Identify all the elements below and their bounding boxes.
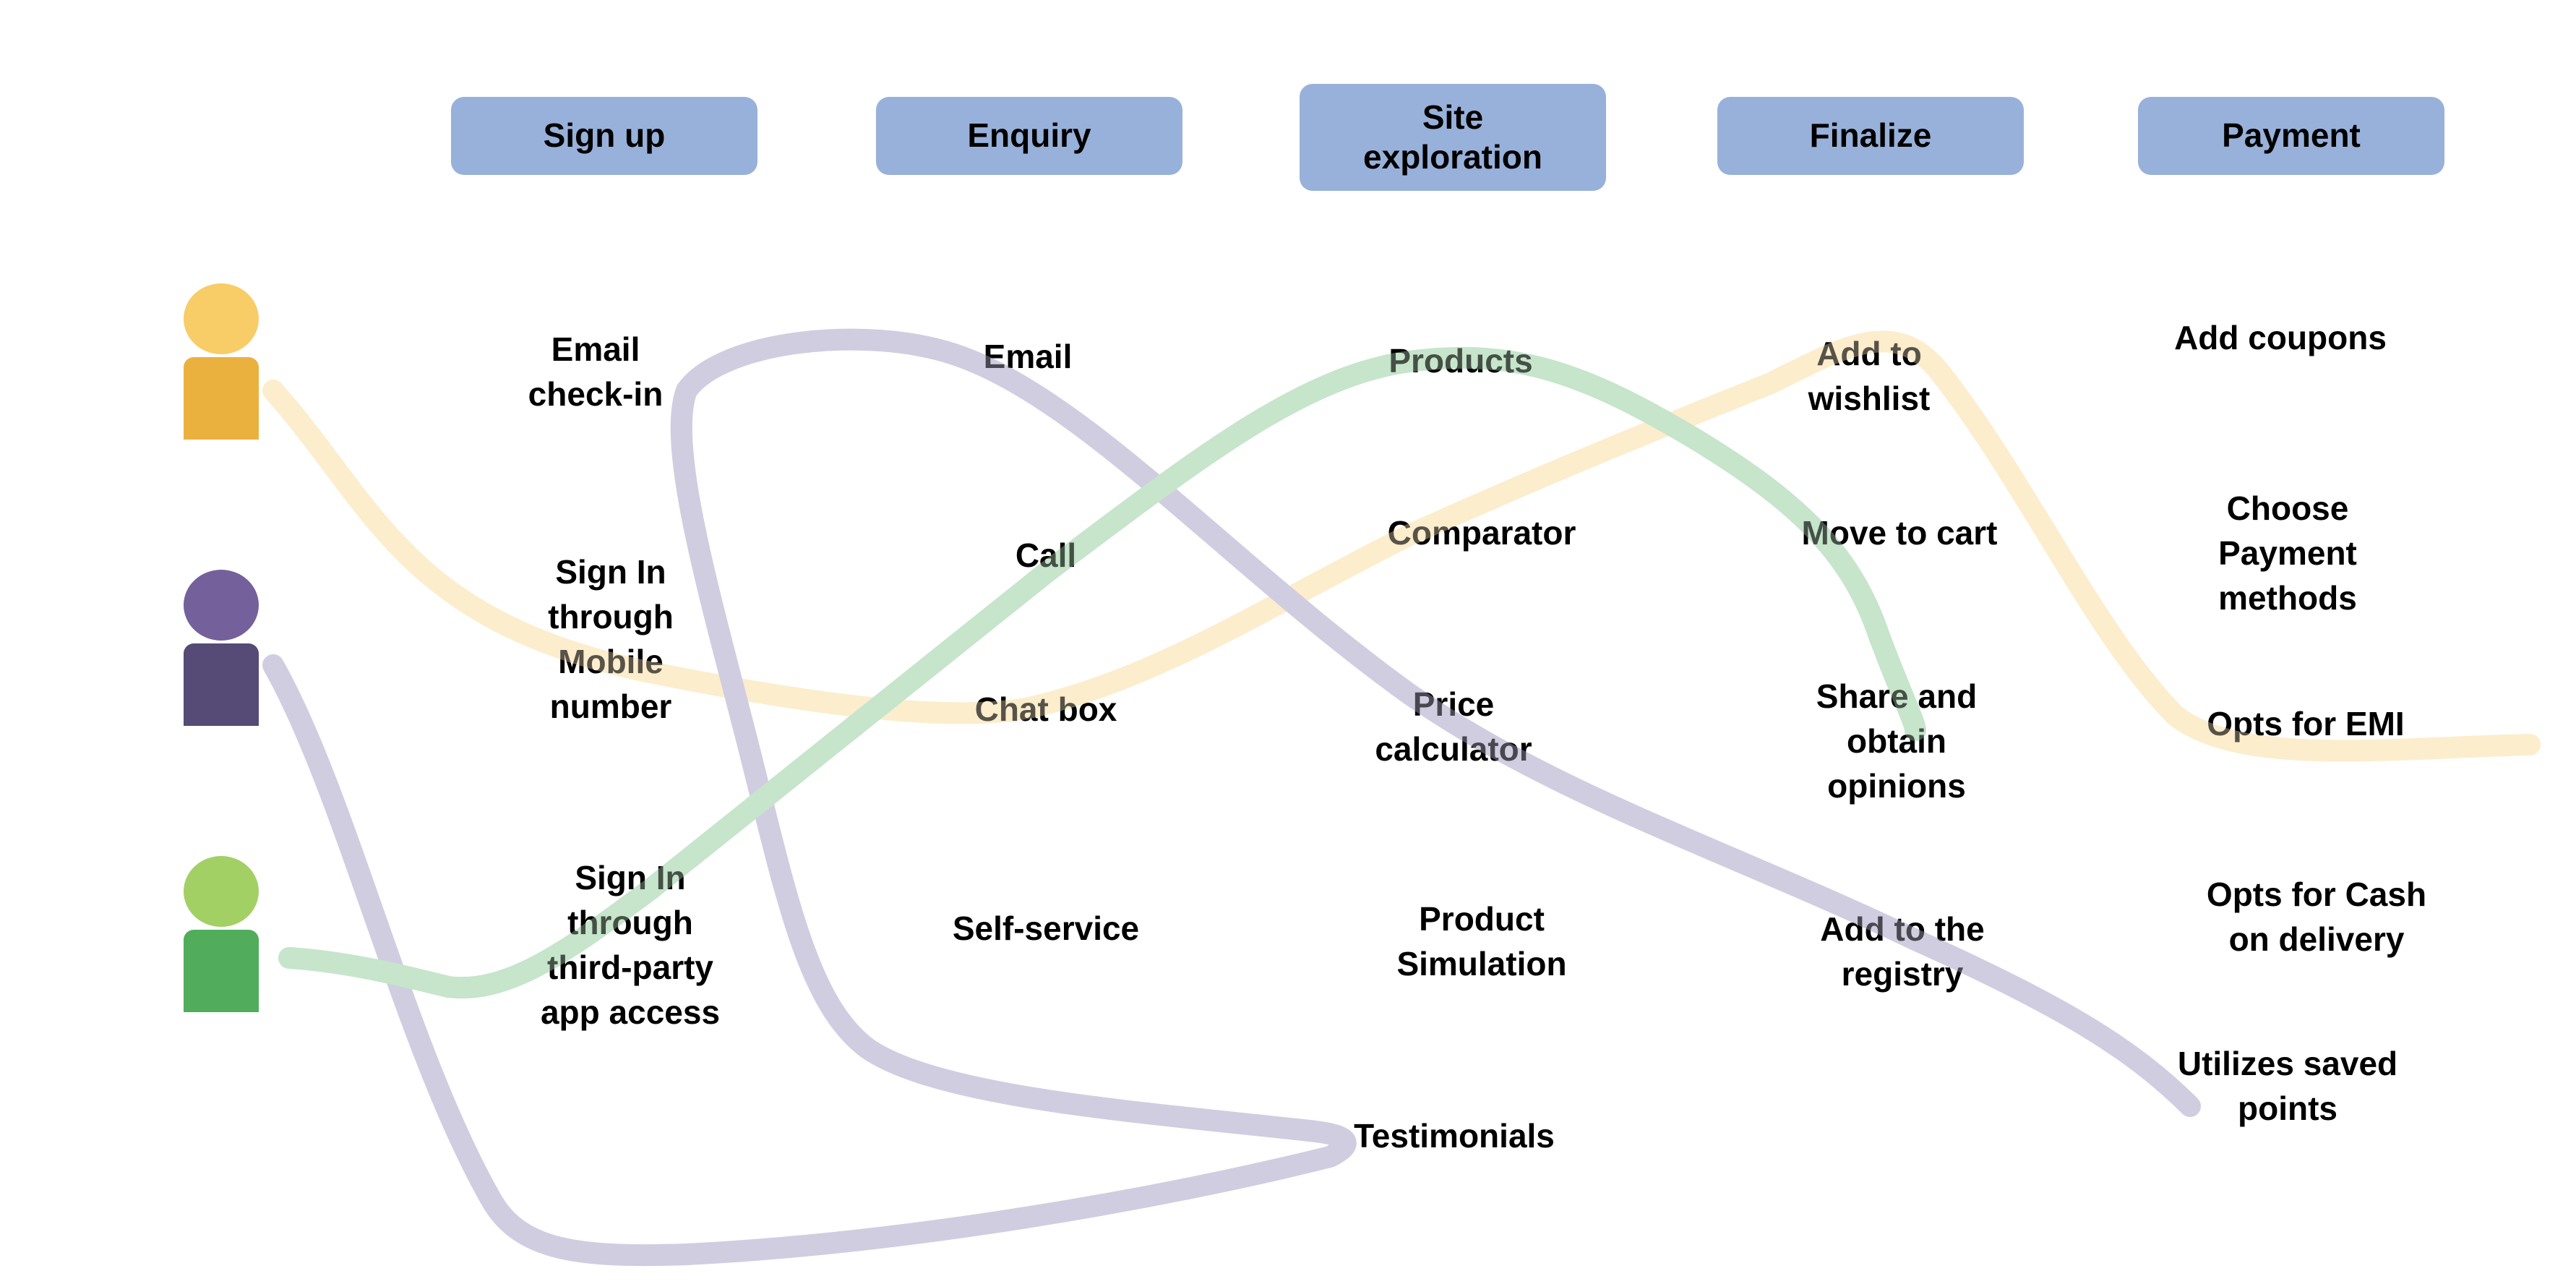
touchpoint-add-to-registry: Add to the registry — [1820, 910, 1985, 993]
touchpoint-add-to-wishlist: Add to wishlist — [1808, 335, 1931, 417]
persona-green-icon — [184, 856, 259, 1012]
touchpoint-products: Products — [1388, 342, 1533, 380]
touchpoint-product-simulation: Product Simulation — [1396, 900, 1567, 983]
touchpoint-add-coupons: Add coupons — [2174, 319, 2387, 356]
touchpoint-share-opinions: Share and obtain opinions — [1816, 677, 1978, 805]
touchpoint-price-calculator: Price calculator — [1375, 685, 1532, 768]
stage-payment: Payment — [2138, 97, 2444, 175]
touchpoint-sign-in-third-party: Sign In through third-party app access — [540, 859, 721, 1031]
stage-label: Sign up — [543, 116, 666, 155]
persona-yellow-icon — [184, 283, 259, 440]
persona-head — [184, 856, 259, 927]
stage-label: Payment — [2222, 116, 2361, 155]
persona-body — [184, 357, 259, 440]
touchpoint-testimonials: Testimonials — [1354, 1117, 1555, 1155]
touchpoint-sign-in-mobile: Sign In through Mobile number — [548, 553, 674, 725]
stage-finalize: Finalize — [1717, 97, 2024, 175]
touchpoint-choose-payment-methods: Choose Payment methods — [2218, 489, 2357, 617]
touchpoint-email: Email — [983, 338, 1073, 375]
persona-body — [184, 930, 259, 1012]
stage-site-exploration: Site exploration — [1300, 84, 1606, 191]
touchpoint-email-check-in: Email check-in — [528, 330, 664, 413]
touchpoint-chat-box: Chat box — [974, 690, 1117, 728]
stage-label: Finalize — [1809, 116, 1932, 155]
touchpoint-comparator: Comparator — [1387, 514, 1576, 552]
persona-head — [184, 570, 259, 641]
stage-label: Site exploration — [1363, 98, 1542, 176]
touchpoint-call: Call — [1015, 536, 1077, 574]
persona-head — [184, 283, 259, 354]
touchpoint-self-service: Self-service — [952, 910, 1140, 947]
persona-body — [184, 643, 259, 726]
persona-purple-icon — [184, 570, 259, 726]
stage-enquiry: Enquiry — [876, 97, 1182, 175]
touchpoint-utilizes-saved-points: Utilizes saved points — [2177, 1045, 2398, 1127]
touchpoint-move-to-cart: Move to cart — [1801, 514, 1998, 552]
touchpoint-opts-for-emi: Opts for EMI — [2207, 705, 2405, 742]
stage-sign-up: Sign up — [451, 97, 757, 175]
stage-label: Enquiry — [967, 116, 1091, 155]
touchpoint-cash-on-delivery: Opts for Cash on delivery — [2206, 876, 2427, 958]
